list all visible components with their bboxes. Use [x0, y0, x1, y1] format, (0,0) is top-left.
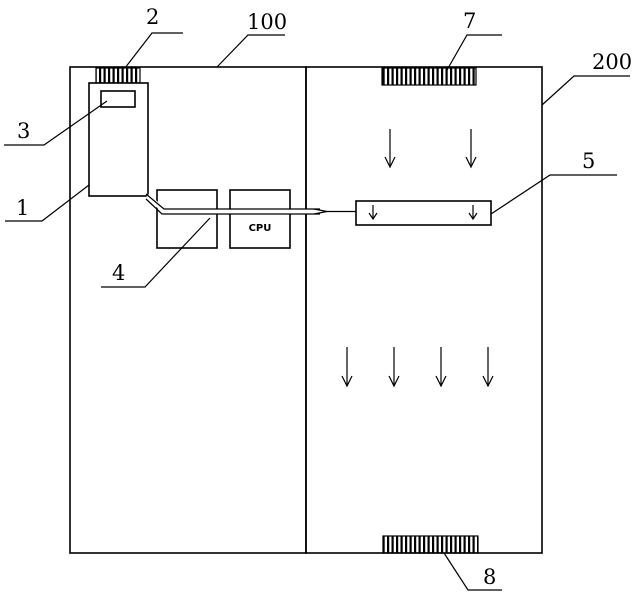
label-1: 1 — [16, 196, 29, 220]
vent-8 — [382, 535, 479, 554]
leader-line-1 — [5, 184, 90, 222]
down-arrow-icon — [388, 347, 400, 388]
component-3 — [100, 90, 136, 108]
label-100: 100 — [247, 10, 287, 34]
leader-line-7 — [446, 34, 502, 71]
down-arrow-icon — [435, 347, 447, 388]
label-3: 3 — [17, 119, 30, 143]
leader-line-2 — [124, 32, 183, 69]
leader-line-5 — [490, 174, 617, 215]
label-2: 2 — [146, 5, 159, 29]
down-arrow-icon — [384, 129, 396, 169]
vent-2 — [95, 67, 141, 84]
cpu-box — [229, 189, 291, 249]
chip-box — [156, 189, 218, 249]
down-arrow-icon — [341, 347, 353, 388]
down-arrow-icon — [368, 205, 378, 221]
leader-line-8 — [443, 552, 502, 591]
down-arrow-icon — [468, 205, 478, 221]
label-4: 4 — [112, 261, 125, 285]
label-5: 5 — [582, 149, 595, 173]
leader-line-3 — [4, 100, 108, 146]
down-arrow-icon — [465, 129, 477, 169]
down-arrow-icon — [482, 347, 494, 388]
duct-5 — [355, 200, 492, 226]
vent-7 — [381, 67, 477, 86]
cpu-label: CPU — [249, 223, 272, 234]
label-200: 200 — [592, 50, 632, 74]
cabinet-200 — [305, 66, 543, 554]
leader-line-4 — [101, 217, 211, 288]
leader-line-200 — [541, 75, 630, 106]
leader-line-100 — [216, 34, 285, 68]
label-8: 8 — [483, 565, 496, 589]
duct-4 — [145, 193, 356, 215]
label-7: 7 — [463, 9, 476, 33]
